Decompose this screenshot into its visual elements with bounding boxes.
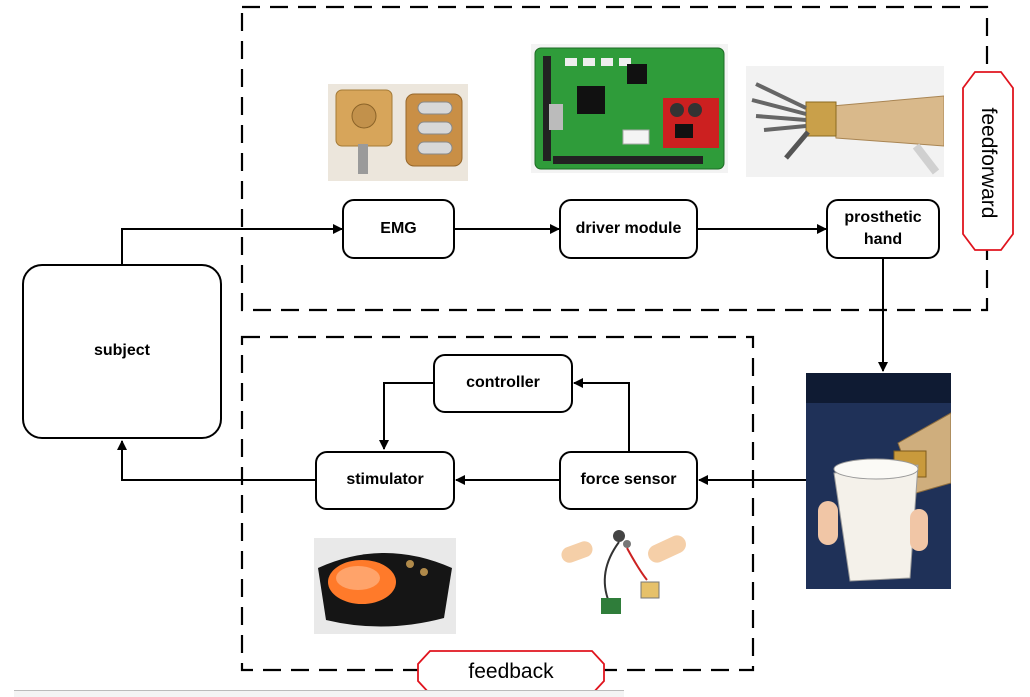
feedback-tag-label: feedback [468,660,554,683]
subject-block: subject [22,264,222,439]
arrow-subject-to-emg [121,224,343,264]
feedforward-tag-outline [962,71,1014,251]
force-sensor-parts-photo [547,522,698,632]
controller-block: controller [433,354,573,413]
emg-electrode-photo [328,84,468,181]
controller-block-label: controller [466,374,540,392]
feedback-tag-outline [417,650,605,695]
driver-module-block-label: driver module [575,219,682,237]
arrow-force-to-controller [573,378,630,451]
stimulator-block: stimulator [315,451,455,510]
emg-block: EMG [342,199,455,259]
subject-block-label: subject [93,342,150,360]
stimulator-block-label: stimulator [346,471,424,489]
prosthetic-hand-block: prosthetic hand [826,199,940,259]
cup-grasp-photo [806,373,951,589]
prosthetic-hand-photo [746,66,944,177]
feedforward-tag-label: feedforward [977,107,1000,219]
stimulator-band-photo [314,538,456,634]
driver-module-block: driver module [559,199,698,259]
prosthetic-hand-block-label: prosthetic hand [844,208,922,248]
arrow-stimulator-to-subject [117,440,315,481]
driver-board-photo [531,44,728,173]
feedback-tag: feedback [418,658,604,686]
emg-block-label: EMG [380,219,417,237]
force-sensor-block: force sensor [559,451,698,510]
bottom-scroll-strip [14,690,624,697]
feedforward-tag: feedforward [976,74,1000,252]
force-sensor-block-label: force sensor [580,471,677,489]
arrow-controller-to-stimulator [379,382,433,450]
